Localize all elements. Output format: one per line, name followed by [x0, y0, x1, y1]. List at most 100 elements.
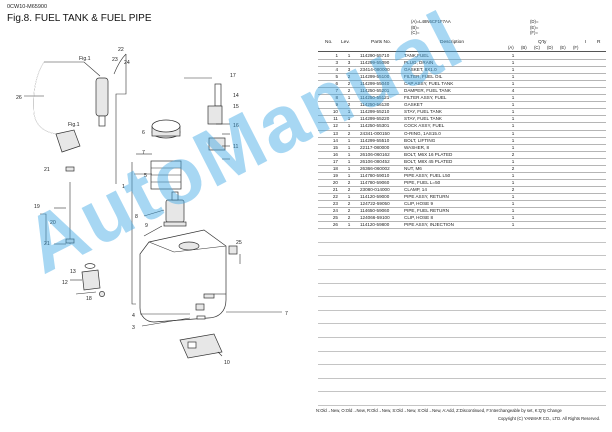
callout-5: 5	[144, 173, 147, 179]
model-code-d: (D)=	[530, 19, 539, 24]
part-number: 114250-55301	[360, 123, 390, 129]
part-level: 3	[347, 60, 351, 66]
table-row-empty	[318, 256, 606, 270]
part-description: TANK,FUEL	[404, 53, 429, 58]
part-qty-a: 1	[511, 158, 515, 164]
part-number: 114250-55201	[360, 88, 390, 94]
part-level: 1	[347, 172, 351, 178]
part-number-index: 7	[335, 88, 338, 94]
part-qty-a: 2	[511, 165, 515, 171]
part-number: 114250-56130	[360, 102, 390, 108]
callout-7-top: 7	[142, 150, 145, 156]
header-lev: Lev.	[341, 40, 350, 45]
callout-10: 10	[224, 360, 230, 366]
part-level: 1	[347, 158, 351, 164]
header-separator	[318, 51, 606, 52]
table-row-empty	[318, 270, 606, 284]
fuel-cock	[81, 269, 101, 291]
part-description: FILTER, FUEL OIL	[404, 74, 443, 80]
part-number: 114780-59060	[360, 179, 390, 185]
injection-pump	[55, 129, 81, 153]
part-number-index: 15	[332, 144, 338, 150]
fuel-tank-stay-upper	[207, 105, 223, 125]
part-description: PIPE ASSY, INJECTION	[404, 222, 454, 228]
table-row-empty	[318, 352, 606, 366]
part-qty-a: 1	[511, 74, 515, 80]
qty-col-b: (B)	[521, 45, 527, 50]
part-number-index: 26	[332, 222, 338, 228]
part-qty-a: 1	[511, 102, 515, 108]
callout-4: 4	[132, 313, 135, 319]
header-qty: Q'ty	[538, 40, 547, 45]
clamp-21-upper	[65, 166, 75, 172]
part-level: 1	[347, 95, 351, 101]
part-level: 2	[347, 186, 351, 192]
part-number: 114250-55121	[360, 95, 390, 101]
part-description: CAP ASSY, FUEL TANK	[404, 81, 454, 87]
callout-15: 15	[233, 104, 239, 110]
part-number: 124722-59050	[360, 200, 390, 206]
part-qty-a: 1	[511, 222, 515, 228]
model-code-a: (A)=L48N6CF1F7AA	[411, 19, 451, 24]
part-level: 2	[347, 102, 351, 108]
part-number-index: 9	[335, 102, 338, 108]
part-description: BOLT, LIFTING	[404, 137, 436, 143]
part-number: 26366-060002	[360, 165, 390, 171]
part-qty-a: 2	[511, 186, 515, 192]
part-description: DAMPER, FUEL TANK	[404, 88, 451, 94]
part-description: PIPE, FUEL L=50	[404, 179, 441, 185]
part-level: 1	[347, 116, 351, 122]
model-code-b: (B)=	[411, 24, 420, 30]
part-level: 1	[347, 144, 351, 150]
tank-filler-neck	[178, 241, 200, 251]
header-i: I	[585, 40, 587, 45]
part-number: 114120-59800	[360, 222, 390, 228]
part-level: 1	[347, 123, 351, 129]
callout-13: 13	[70, 269, 76, 275]
callout-3: 3	[132, 325, 135, 331]
part-qty-a: 1	[511, 144, 515, 150]
header-no: No.	[325, 40, 333, 45]
damper-7-lower	[187, 341, 197, 349]
fuel-return-line	[115, 54, 127, 184]
part-number-index: 12	[332, 123, 338, 129]
callout-fig1-side: Fig.1	[68, 122, 80, 128]
return-pipe	[44, 61, 101, 77]
part-number-index: 24	[332, 208, 338, 214]
injection-pipe	[33, 61, 57, 135]
part-qty-a: 1	[511, 60, 515, 66]
part-number-index: 22	[332, 193, 338, 199]
part-number: 114299-55220	[360, 116, 390, 122]
fuel-tank-damper	[203, 293, 215, 299]
part-number: 22117-080000	[360, 144, 390, 150]
part-number-index: 5	[335, 74, 338, 80]
part-level: 2	[347, 179, 351, 185]
part-level: 2	[347, 200, 351, 206]
table-row-empty	[318, 338, 606, 352]
part-number: 114780-59010	[360, 172, 390, 178]
part-number-index: 10	[332, 109, 338, 115]
part-description: BOLT, M8X 45 PLATED	[404, 158, 453, 164]
table-row-empty	[318, 297, 606, 311]
o-ring-13	[84, 263, 96, 269]
hose-clip-25	[228, 245, 238, 255]
part-number: 114120-59000	[360, 193, 390, 199]
qty-col-a: (A)	[508, 45, 514, 50]
part-qty-a: 1	[511, 172, 515, 178]
part-level: 1	[347, 53, 351, 58]
part-description: CLIP, HOSE 9	[404, 200, 434, 206]
change-legend: N:Old→New, O:Old→New, R:Old→New, S:Old→N…	[316, 408, 562, 413]
callout-24: 24	[124, 60, 130, 66]
part-qty-a: 1	[511, 130, 515, 136]
